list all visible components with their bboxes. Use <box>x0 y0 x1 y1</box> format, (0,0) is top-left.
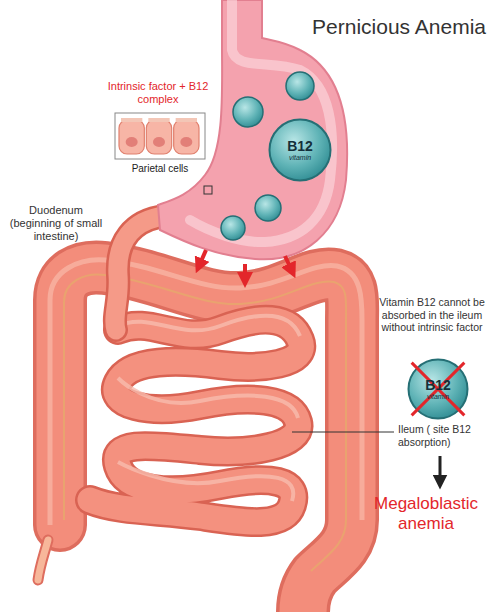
b12-balls <box>221 72 314 240</box>
note-text: Vitamin B12 cannot be absorbed in the il… <box>378 296 486 334</box>
parietal-cell-inset: Parietal cells <box>112 112 208 175</box>
part-label: Duodenum (beginning of small intestine) <box>6 204 106 244</box>
vitamin-caption: vitamin <box>289 154 311 161</box>
diagram-title: Pernicious Anemia <box>280 14 486 39</box>
stomach <box>158 0 347 259</box>
cell-picture <box>114 112 206 160</box>
vitamin-symbol: B12 <box>425 378 451 393</box>
vitamin-caption: vitamin <box>427 393 449 400</box>
leader-line <box>292 432 394 433</box>
cross-mark <box>412 363 465 416</box>
b12-molecule: B12vitamin <box>268 118 332 182</box>
b12-molecule-blocked: B12vitamin <box>407 358 469 420</box>
result-label: Megaloblastic anemia <box>366 494 486 535</box>
inset-caption: Parietal cells <box>112 163 208 175</box>
cross-mark <box>412 363 465 416</box>
small-intestine <box>90 316 301 522</box>
vitamin-symbol: B12 <box>287 139 313 154</box>
duodenum <box>115 216 165 330</box>
flow-arrows <box>199 250 292 280</box>
result-arrow <box>439 456 442 482</box>
cell-site-marker <box>204 186 212 194</box>
large-intestine <box>38 260 362 612</box>
callout-label: Intrinsic factor + B12 complex <box>106 80 210 106</box>
part-label: Ileum ( site B12 absorption) <box>398 423 486 448</box>
